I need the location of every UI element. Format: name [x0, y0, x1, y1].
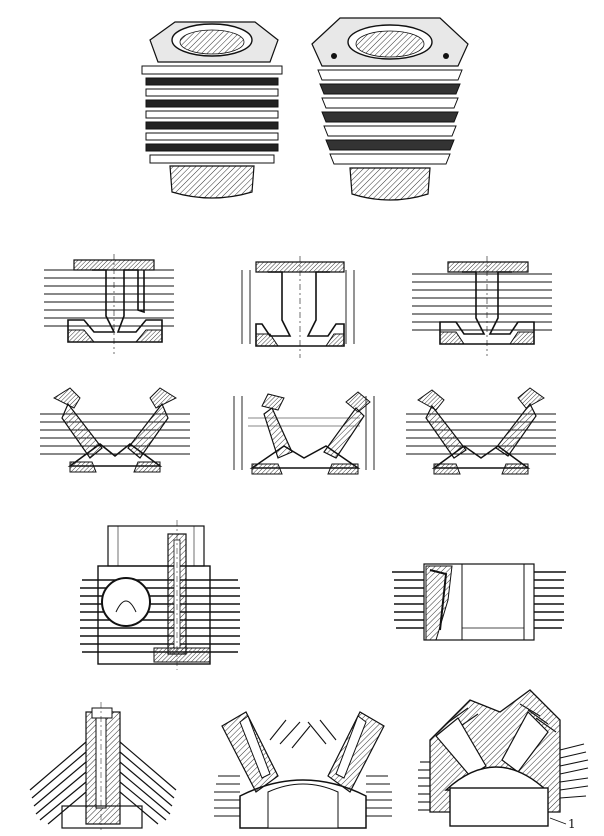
cylinder-barrel-straight-fins: [141, 21, 283, 199]
v-valve-section-1: [40, 387, 190, 473]
callout-label-1: 1: [568, 817, 576, 831]
head-section-1: [44, 254, 174, 354]
air-cooled-head-side-valve: [80, 520, 240, 670]
head-section-2: [241, 256, 355, 358]
air-cooled-barrel-half-section: [392, 563, 566, 641]
air-cooled-head-single-valve: [29, 702, 177, 830]
air-cooled-head-hemispherical: 1: [418, 689, 589, 831]
air-cooled-head-twin-valve: [214, 711, 392, 829]
v-valve-section-3: [406, 387, 556, 475]
v-valve-section-2: [233, 391, 375, 475]
cylinder-barrel-staggered-fins: [311, 17, 469, 201]
head-section-3: [412, 256, 552, 356]
